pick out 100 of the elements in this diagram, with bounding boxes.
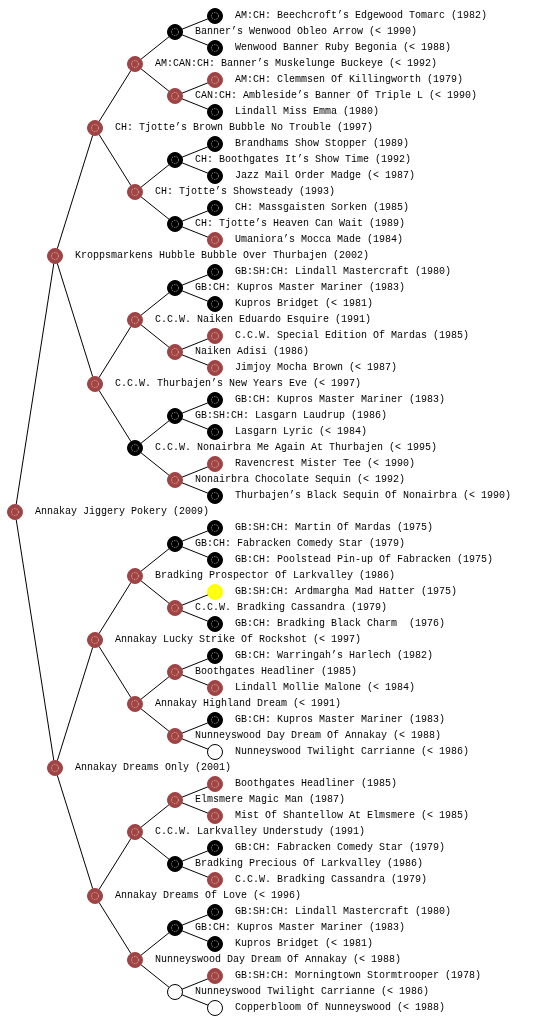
connector-line (98, 901, 132, 955)
dog-name: C.C.W. Bradking Cassandra (1979) (235, 874, 428, 886)
dog-name: CAN:CH: Ambleside’s Banner Of Triple L (< 1990) (195, 90, 478, 102)
dog-name: CH: Tjotte’s Showsteady (1993) (155, 186, 336, 198)
connector-line (181, 658, 209, 670)
dog-name: Wenwood Banner Ruby Begonia (< 1988) (235, 42, 452, 54)
dog-name: Annakay Dreams Only (2001) (75, 762, 232, 774)
dog-name: C.C.W. Special Edition Of Mardas (1985) (235, 330, 470, 342)
dog-name: Lindall Mollie Malone (< 1984) (235, 682, 416, 694)
connector-line (181, 34, 209, 46)
connector-line (181, 674, 209, 686)
connector-line (140, 292, 170, 316)
connector-line (15, 262, 55, 506)
dog-name: Nunneyswood Day Dream Of Annakay (< 1988) (195, 730, 442, 742)
dog-name: Bradking Prospector Of Larkvalley (1986) (155, 570, 396, 582)
dog-name: C.C.W. Naiken Eduardo Esquire (1991) (155, 314, 372, 326)
dog-name: Kupros Bridget (< 1981) (235, 938, 374, 950)
connector-line (181, 722, 209, 734)
dog-name: GB:CH: Fabracken Comedy Star (1979) (235, 842, 446, 854)
connector-line (181, 978, 209, 990)
dog-name: C.C.W. Bradking Cassandra (1979) (195, 602, 388, 614)
dog-name: Bradking Precious Of Larkvalley (1986) (195, 858, 424, 870)
connector-line (181, 274, 209, 286)
dog-name: GB:SH:CH: Lindall Mastercraft (1980) (235, 266, 452, 278)
dog-name: Kroppsmarkens Hubble Bubble Over Thurbajen (2002) (75, 250, 370, 262)
dog-name: Nunneyswood Twilight Carrianne (< 1986) (235, 746, 470, 758)
connector-line (181, 162, 209, 174)
dog-name: GB:SH:CH: Ardmargha Mad Hatter (1975) (235, 586, 458, 598)
dog-name: Thurbajen’s Black Sequin Of Nonairbra (< 1990) (235, 490, 512, 502)
dog-name: Umaniora’s Mocca Made (1984) (235, 234, 404, 246)
dog-name: Lindall Miss Emma (1980) (235, 106, 380, 118)
connector-line (181, 82, 209, 94)
connector-line (140, 804, 170, 828)
dog-name: Nonairbra Chocolate Sequin (< 1992) (195, 474, 406, 486)
dog-name: GB:CH: Kupros Master Mariner (1983) (195, 282, 406, 294)
connector-line (181, 18, 209, 30)
connector-line (181, 738, 209, 750)
connector-line (98, 837, 132, 891)
dog-name: CH: Tjotte’s Heaven Can Wait (1989) (195, 218, 406, 230)
dog-name: Boothgates Headliner (1985) (195, 666, 358, 678)
connector-line (140, 580, 170, 604)
dog-name: GB:CH: Fabracken Comedy Star (1979) (195, 538, 406, 550)
dog-name: Jimjoy Mocha Brown (< 1987) (235, 362, 398, 374)
dog-name: Ravencrest Mister Tee (< 1990) (235, 458, 416, 470)
connector-line (140, 164, 170, 188)
dog-name: GB:SH:CH: Martin Of Mardas (1975) (235, 522, 434, 534)
dog-name: GB:CH: Kupros Master Mariner (1983) (195, 922, 406, 934)
dog-name: Copperbloom Of Nunneyswood (< 1988) (235, 1002, 446, 1014)
dog-name: AM:CH: Clemmsen Of Killingworth (1979) (235, 74, 464, 86)
connector-line (56, 774, 94, 890)
connector-line (56, 134, 94, 250)
dog-name: CH: Boothgates It’s Show Time (1992) (195, 154, 412, 166)
connector-line (140, 964, 170, 988)
dog-name: C.C.W. Thurbajen’s New Years Eve (< 1997) (115, 378, 362, 390)
connector-line (140, 676, 170, 700)
dog-name: GB:CH: Poolstead Pin-up Of Fabracken (1975) (235, 554, 494, 566)
dog-name: Brandhams Show Stopper (1989) (235, 138, 410, 150)
dog-name: GB:SH:CH: Lasgarn Laudrup (1986) (195, 410, 388, 422)
dog-name: CH: Massgaisten Sorken (1985) (235, 202, 410, 214)
connector-line (181, 866, 209, 878)
dog-name: Banner’s Wenwood Obleo Arrow (< 1990) (195, 26, 418, 38)
dog-name: AM:CH: Beechcroft’s Edgewood Tomarc (1982) (235, 10, 488, 22)
connector-line (181, 546, 209, 558)
dog-name: GB:CH: Kupros Master Mariner (1983) (235, 714, 446, 726)
dog-name: Jazz Mail Order Madge (< 1987) (235, 170, 416, 182)
dog-name: Annakay Lucky Strike Of Rockshot (< 1997) (115, 634, 362, 646)
connector-line (140, 548, 170, 572)
dog-name: C.C.W. Larkvalley Understudy (1991) (155, 826, 366, 838)
dog-name: Nunneyswood Twilight Carrianne (< 1986) (195, 986, 430, 998)
connector-line (181, 802, 209, 814)
connector-line (140, 836, 170, 860)
connector-line (181, 530, 209, 542)
connector-line (140, 68, 170, 92)
connector-line (181, 610, 209, 622)
connector-line (15, 518, 55, 762)
connector-line (98, 325, 132, 379)
dog-name: Mist Of Shantellow At Elmsmere (< 1985) (235, 810, 470, 822)
connector-line (181, 850, 209, 862)
dog-name: Annakay Jiggery Pokery (2009) (35, 506, 210, 518)
connector-line (56, 262, 94, 378)
dog-name: Boothgates Headliner (1985) (235, 778, 398, 790)
connector-line (98, 581, 132, 635)
dog-name: Annakay Highland Dream (< 1991) (155, 698, 342, 710)
connector-line (140, 420, 170, 444)
dog-name: Nunneyswood Day Dream Of Annakay (< 1988) (155, 954, 402, 966)
connector-line (181, 146, 209, 158)
dog-name: GB:SH:CH: Morningtown Stormtrooper (1978) (235, 970, 482, 982)
dog-name: AM:CAN:CH: Banner’s Muskelunge Buckeye (< 1992) (155, 58, 438, 70)
connector-line (181, 338, 209, 350)
connector-line (140, 452, 170, 476)
connector-line (98, 133, 132, 187)
dog-name: Naiken Adisi (1986) (195, 346, 310, 358)
connector-line (140, 324, 170, 348)
connector-line (98, 645, 132, 699)
dog-name: CH: Tjotte’s Brown Bubble No Trouble (1997) (115, 122, 374, 134)
connector-line (140, 196, 170, 220)
dog-name: Elmsmere Magic Man (1987) (195, 794, 346, 806)
connector-line (140, 932, 170, 956)
connector-line (181, 482, 209, 494)
dog-name: GB:SH:CH: Lindall Mastercraft (1980) (235, 906, 452, 918)
